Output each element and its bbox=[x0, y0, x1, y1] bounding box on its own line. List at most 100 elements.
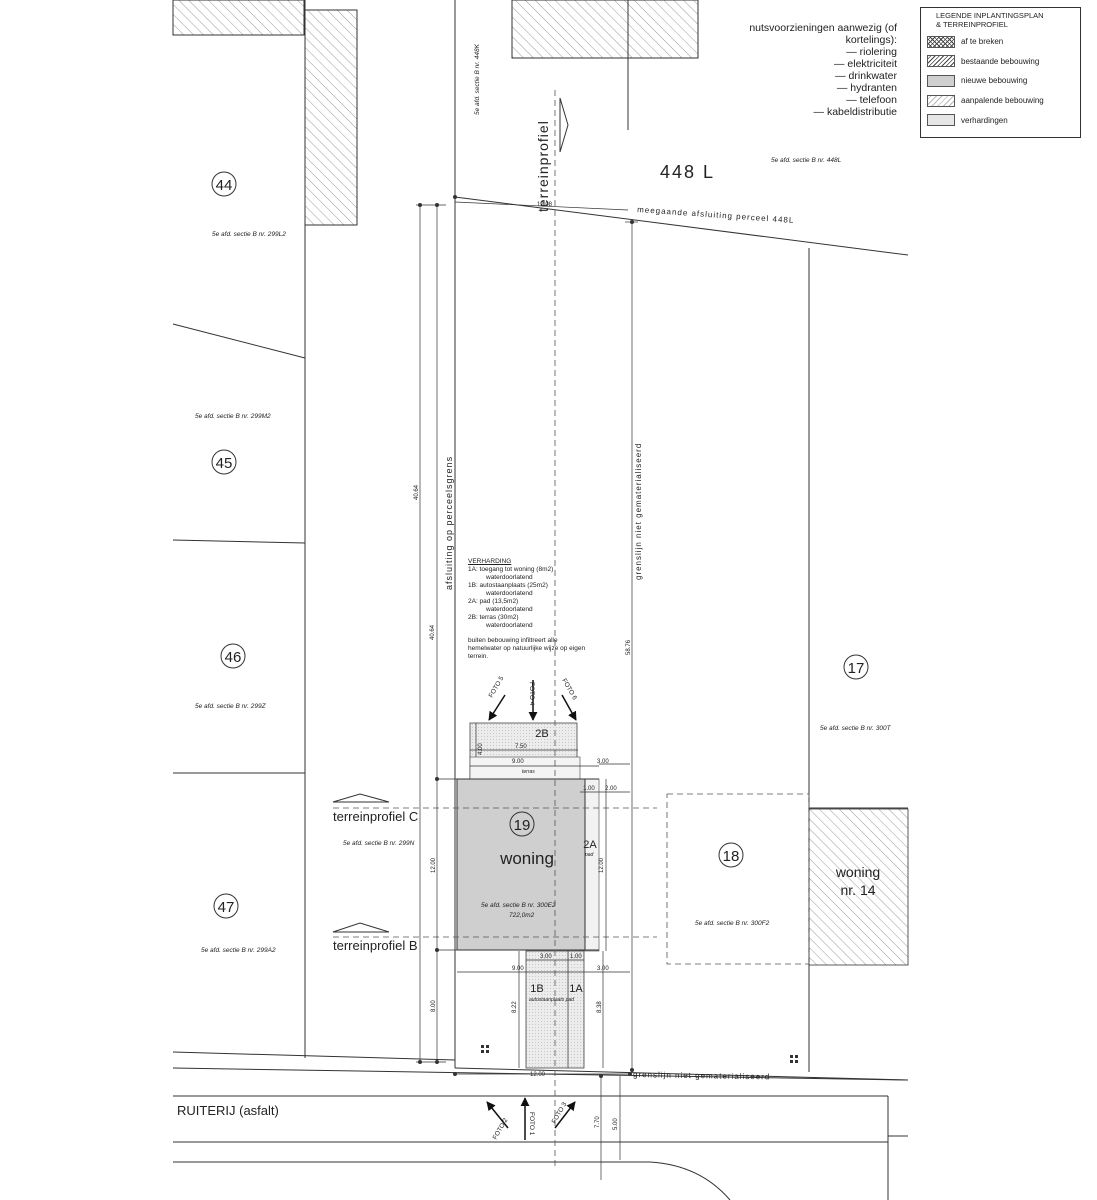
grenslijn-vertical-label: grenslijn niet gematerialiseerd bbox=[634, 443, 643, 580]
parcel-number-circles bbox=[211, 171, 869, 919]
dim-3-00-mid: 3.00 bbox=[540, 954, 552, 960]
verharding-line: waterdoorlatend bbox=[486, 574, 533, 581]
foto-2-arrow bbox=[486, 1101, 509, 1129]
adjacent-building-top bbox=[511, 0, 699, 59]
dim-40-64-outer: 40.64 bbox=[414, 484, 420, 500]
new-building-woning bbox=[456, 778, 586, 951]
grey-fill-swatch-icon bbox=[927, 74, 955, 87]
foto-6-arrow bbox=[561, 694, 577, 721]
legend-item: af te breken bbox=[927, 32, 1074, 52]
utility-item: — drinkwater bbox=[835, 70, 897, 82]
dim-8-38: 8.38 bbox=[597, 1001, 603, 1013]
dim-7-50: 7.50 bbox=[515, 744, 527, 750]
adjacent-building-top-left bbox=[172, 0, 305, 36]
verharding-line: 2B: terras (30m2) bbox=[468, 614, 519, 621]
verharding-line: 1B: autostaanplaats (25m2) bbox=[468, 582, 548, 589]
dim-9-00-top: 9.00 bbox=[512, 759, 524, 765]
legend-label: af te breken bbox=[961, 37, 1004, 47]
parcel-area: 722,0m2 bbox=[509, 912, 535, 919]
legend-item: aanpalende bebouwing bbox=[927, 91, 1074, 111]
legend-title-1: LEGENDE INPLANTINGSPLAN bbox=[936, 11, 1044, 20]
dim-12-00-left: 12.00 bbox=[431, 857, 437, 873]
woning-label: woning bbox=[499, 849, 554, 868]
verharding-note: hemelwater op natuurlijke wijze op eigen bbox=[468, 645, 586, 652]
verharding-line: 2A: pad (13,5m2) bbox=[468, 598, 519, 605]
dimension-lines bbox=[416, 201, 638, 1180]
terreinprofiel-c-label: terreinprofiel C bbox=[333, 809, 418, 824]
parcel-18-outline bbox=[666, 793, 810, 965]
profile-c-marker bbox=[332, 793, 390, 803]
utility-item: — riolering bbox=[846, 46, 897, 58]
infiltration-symbols bbox=[481, 1045, 798, 1063]
verharding-note: buiten bebouwing infiltreert alle bbox=[468, 637, 558, 644]
legend-label: nieuwe bebouwing bbox=[961, 76, 1028, 86]
sectie-448l: 5e afd. sectie B nr. 448L bbox=[771, 157, 842, 164]
verharding-note: terrein. bbox=[468, 653, 489, 660]
dim-3-00-top: 3.00 bbox=[597, 759, 609, 765]
dim-12-08: 12.08 bbox=[537, 202, 553, 208]
street-name: RUITERIJ (asfalt) bbox=[177, 1103, 279, 1118]
road-ruiterij bbox=[173, 1095, 908, 1200]
parcel-18-number: 18 bbox=[723, 848, 740, 865]
autostaanplaats-label: autostaanplaats pad bbox=[529, 997, 574, 1003]
dim-12-00-right: 12.00 bbox=[599, 857, 605, 873]
sectie-299l2: 5e afd. sectie B nr. 299L2 bbox=[212, 231, 286, 238]
grenslijn-bottom-label: grenslijn niet gematerialiseerd bbox=[633, 1070, 770, 1081]
foto-2-label: FOTO 2 bbox=[492, 1117, 510, 1141]
sectie-300e2: 5e afd. sectie B nr. 300E2 bbox=[481, 902, 556, 909]
utility-item: — elektriciteit bbox=[833, 58, 897, 70]
sectie-299z: 5e afd. sectie B nr. 299Z bbox=[195, 703, 267, 710]
verharding-line: waterdoorlatend bbox=[486, 622, 533, 629]
parcel-44-number: 44 bbox=[216, 177, 233, 194]
parcel-47-number: 47 bbox=[218, 899, 235, 916]
legend-label: verhardingen bbox=[961, 115, 1008, 125]
sectie-448k: 5e afd. sectie B nr. 448K bbox=[474, 43, 481, 115]
dim-4-00: 4.00 bbox=[478, 743, 484, 755]
woning-nr14-line1: woning bbox=[835, 864, 880, 880]
sectie-300t: 5e afd. sectie B nr. 300T bbox=[820, 725, 892, 732]
meegaande-afsluiting-label: meegaande afsluiting perceel 448L bbox=[637, 205, 795, 225]
utility-item: — kabeldistributie bbox=[813, 106, 897, 118]
sectie-300f2: 5e afd. sectie B nr. 300F2 bbox=[695, 920, 770, 927]
hatch-swatch-icon bbox=[927, 55, 955, 68]
adjacent-building-44 bbox=[304, 9, 358, 226]
dim-2-00: 2.00 bbox=[605, 786, 617, 792]
profile-b-marker bbox=[332, 922, 390, 933]
terras-strip bbox=[469, 756, 581, 780]
legend-item: verhardingen bbox=[927, 110, 1074, 130]
legend-item: nieuwe bebouwing bbox=[927, 71, 1074, 91]
sectie-299m2: 5e afd. sectie B nr. 299M2 bbox=[195, 413, 271, 420]
parcel-17-number: 17 bbox=[848, 660, 865, 677]
dim-7-70: 7.70 bbox=[595, 1116, 601, 1128]
zone-1b-label: 1B bbox=[530, 983, 543, 995]
parcel-45-number: 45 bbox=[216, 455, 233, 472]
woning-nr14-line2: nr. 14 bbox=[840, 882, 875, 898]
verharding-title: VERHARDING bbox=[468, 558, 512, 565]
dim-5-00: 5.00 bbox=[613, 1118, 619, 1130]
dim-1-00-mid: 1.00 bbox=[570, 954, 582, 960]
foto-5-label: FOTO 5 bbox=[488, 675, 506, 699]
verharding-line: 1A: toegang tot woning (8m2) bbox=[468, 566, 554, 573]
crosshatch-swatch-icon bbox=[927, 35, 955, 48]
profile-a-marker bbox=[559, 97, 569, 153]
terras-label: terras bbox=[522, 769, 535, 775]
legend-label: bestaande bebouwing bbox=[961, 56, 1040, 66]
light-hatch-swatch-icon bbox=[927, 94, 955, 107]
utilities-note: nutsvoorzieningen aanwezig (of korteling… bbox=[700, 22, 897, 118]
dim-8-00: 8.00 bbox=[431, 1000, 437, 1012]
dim-12-00-bottom: 12.00 bbox=[530, 1072, 546, 1078]
dim-9-00-bottom: 9.00 bbox=[512, 966, 524, 972]
dim-8-22: 8.22 bbox=[512, 1001, 518, 1013]
pad-label: pad bbox=[584, 852, 594, 858]
parcel-448l-label: 448 L bbox=[660, 162, 715, 182]
verharding-line: waterdoorlatend bbox=[486, 590, 533, 597]
utilities-title-2: kortelings): bbox=[845, 34, 897, 46]
dim-1-00-top: 1.00 bbox=[583, 786, 595, 792]
foto-3-arrow bbox=[554, 1101, 576, 1129]
foto-5-arrow bbox=[488, 694, 506, 721]
photo-arrows bbox=[486, 680, 577, 1140]
dim-58-76: 58.76 bbox=[626, 639, 632, 655]
foto-1-label: FOTO 1 bbox=[528, 1112, 535, 1136]
afsluiting-perceelsgrens-label: afsluiting op perceelsgrens bbox=[444, 456, 454, 590]
